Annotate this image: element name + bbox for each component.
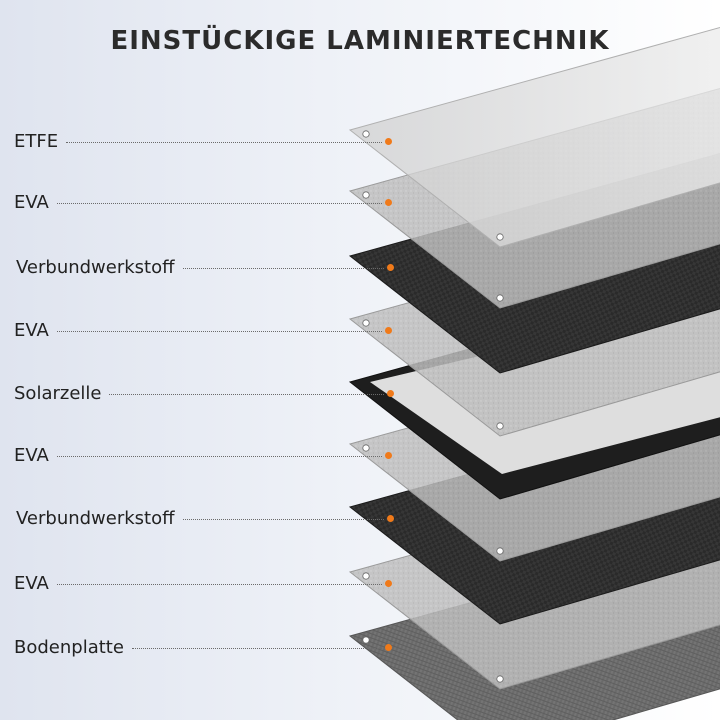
leader-line bbox=[56, 203, 382, 204]
marker-dot-icon bbox=[387, 390, 394, 397]
layer-label: EVA bbox=[0, 572, 400, 596]
leader-line bbox=[109, 394, 384, 395]
leader-line bbox=[56, 584, 382, 585]
layer-label-text: EVA bbox=[14, 445, 49, 466]
marker-dot-icon bbox=[385, 327, 392, 334]
leader-line bbox=[56, 331, 382, 332]
layer-label: ETFE bbox=[0, 130, 400, 154]
layer-label: EVA bbox=[0, 444, 400, 468]
layer-label-text: Bodenplatte bbox=[14, 637, 124, 658]
layer-label-text: Solarzelle bbox=[14, 383, 102, 404]
marker-dot-icon bbox=[385, 580, 392, 587]
page-title: EINSTÜCKIGE LAMINIERTECHNIK bbox=[110, 26, 610, 56]
layer-label-text: EVA bbox=[14, 192, 49, 213]
marker-dot-icon bbox=[387, 515, 394, 522]
layer-label-text: EVA bbox=[14, 320, 49, 341]
leader-line bbox=[182, 268, 384, 269]
layer-label: Solarzelle bbox=[0, 382, 400, 406]
leader-line bbox=[131, 648, 382, 649]
layer-label: EVA bbox=[0, 191, 400, 215]
layer-label: Verbundwerkstoff bbox=[0, 507, 400, 531]
layer-label: EVA bbox=[0, 319, 400, 343]
layer-label: Verbundwerkstoff bbox=[0, 256, 400, 280]
marker-dot-icon bbox=[387, 264, 394, 271]
layer-label-text: Verbundwerkstoff bbox=[16, 257, 175, 278]
marker-dot-icon bbox=[385, 644, 392, 651]
layer-label-text: ETFE bbox=[14, 131, 59, 152]
leader-line bbox=[182, 519, 384, 520]
marker-dot-icon bbox=[385, 199, 392, 206]
sheet-etfe bbox=[348, 27, 720, 248]
leader-line bbox=[56, 456, 382, 457]
leader-line bbox=[66, 142, 382, 143]
layer-label-text: Verbundwerkstoff bbox=[16, 508, 175, 529]
layer-label-text: EVA bbox=[14, 573, 49, 594]
layer-label: Bodenplatte bbox=[0, 636, 400, 660]
marker-dot-icon bbox=[385, 138, 392, 145]
marker-dot-icon bbox=[385, 452, 392, 459]
